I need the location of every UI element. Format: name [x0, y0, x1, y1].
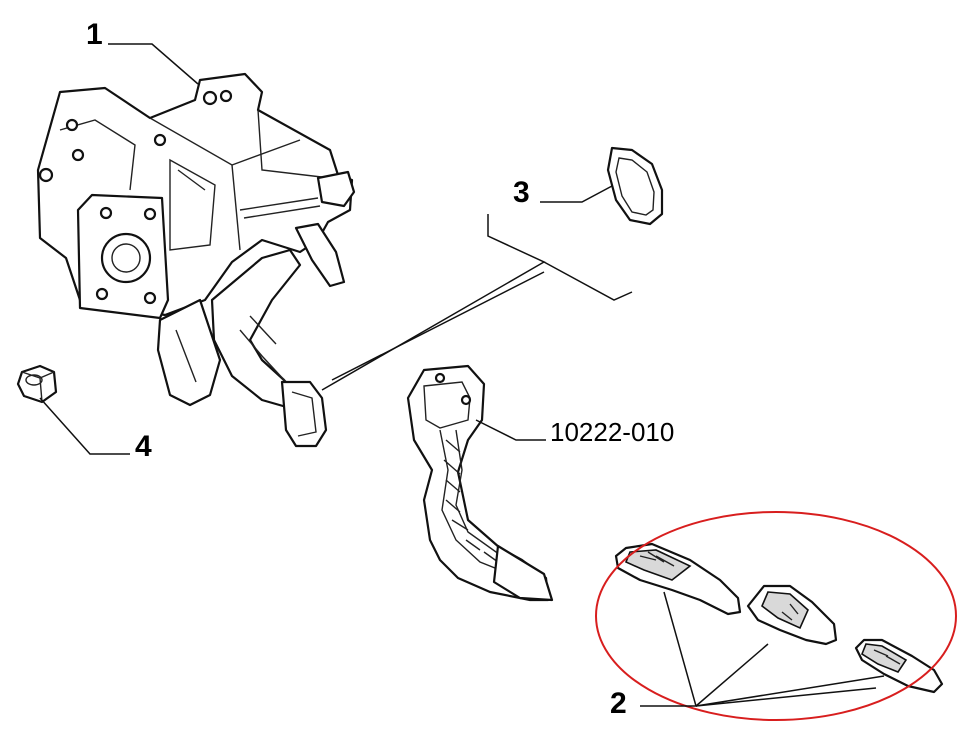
hex-nut-part[interactable] — [16, 364, 58, 404]
highlight-ellipse — [595, 511, 957, 721]
callout-2: 2 — [610, 687, 627, 720]
callout-4: 4 — [135, 430, 152, 463]
accelerator-pedal-part[interactable] — [406, 364, 554, 602]
callout-3: 3 — [513, 176, 530, 209]
pedal-box-assembly[interactable] — [36, 72, 356, 448]
callout-1: 1 — [86, 18, 103, 51]
leader-lines — [39, 43, 885, 707]
pedal-pad-set[interactable] — [614, 542, 944, 694]
ring-seal-part[interactable] — [606, 146, 664, 226]
callout-part-number: 10222-010 — [550, 417, 674, 447]
